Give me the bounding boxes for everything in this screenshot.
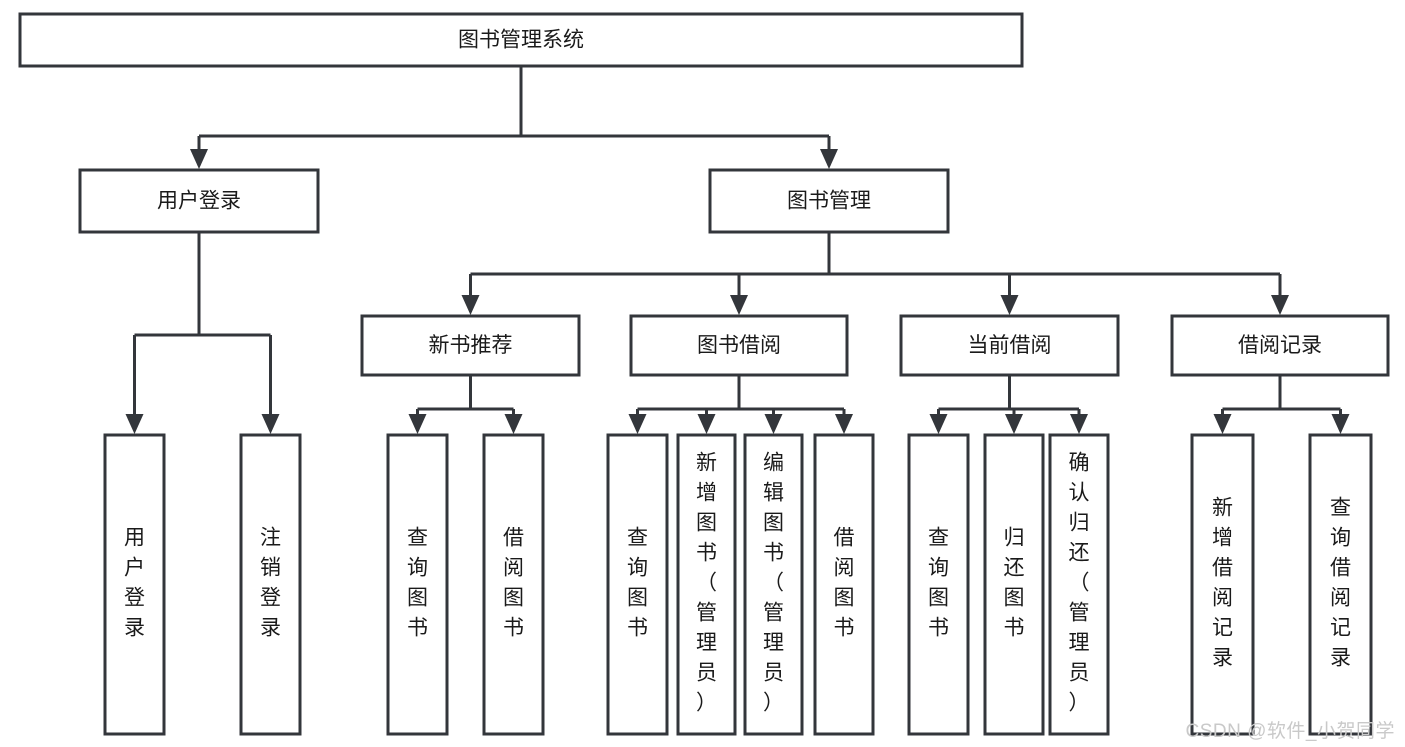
arrow-head-icon (1070, 414, 1088, 434)
node-leaf-query-book-bb[interactable]: 查询图书 (606, 433, 669, 736)
node-leaf-add-borrow-record-box[interactable] (1190, 433, 1255, 736)
arrow-head-icon (730, 295, 748, 315)
node-leaf-query-borrow-record-label: 查询借阅记录 (1330, 497, 1351, 670)
node-leaf-query-borrow-record-box[interactable] (1308, 433, 1373, 736)
arrow-head-icon (1005, 414, 1023, 434)
node-leaf-add-book-admin-label: 新增图书（管理员） (696, 452, 717, 715)
node-leaf-borrow-book-rec-box[interactable] (482, 433, 545, 736)
node-leaf-logout[interactable]: 注销登录 (239, 433, 302, 736)
arrow-head-icon (504, 414, 523, 434)
watermark-text: CSDN @软件_小贺同学 (1185, 721, 1395, 742)
arrow-head-icon (835, 414, 853, 434)
node-leaf-borrow-book-bb-box[interactable] (813, 433, 875, 736)
node-new-book-recommend-box[interactable] (360, 314, 581, 377)
arrow-head-icon (125, 414, 144, 434)
arrow-head-icon (929, 414, 948, 434)
node-leaf-edit-book-admin[interactable]: 编辑图书（管理员） (743, 433, 804, 736)
arrow-head-icon (628, 414, 647, 434)
node-root-box[interactable] (18, 12, 1024, 68)
arrow-head-icon (1271, 295, 1289, 315)
node-leaf-query-book-rec-box[interactable] (386, 433, 449, 736)
arrow-head-icon (764, 414, 783, 434)
arrow-head-icon (1000, 295, 1019, 315)
connector-edges (125, 66, 1350, 434)
arrow-head-icon (461, 295, 480, 315)
node-leaf-edit-book-admin-box[interactable] (743, 433, 804, 736)
node-leaf-query-book-cb[interactable]: 查询图书 (907, 433, 970, 736)
arrow-head-icon (1331, 414, 1350, 434)
node-leaf-confirm-return-admin-box[interactable] (1048, 433, 1110, 736)
node-leaf-query-book-rec[interactable]: 查询图书 (386, 433, 449, 736)
node-leaf-confirm-return-admin-label: 确认归还（管理员） (1069, 452, 1090, 715)
node-book-borrow[interactable]: 图书借阅 (629, 314, 849, 377)
node-borrow-record[interactable]: 借阅记录 (1170, 314, 1390, 377)
node-leaf-add-book-admin-box[interactable] (676, 433, 737, 736)
node-leaf-add-borrow-record-label: 新增借阅记录 (1212, 497, 1233, 670)
node-leaf-borrow-book-bb-label: 借阅图书 (834, 527, 855, 640)
node-book-manage[interactable]: 图书管理 (708, 168, 950, 234)
node-leaf-query-book-cb-box[interactable] (907, 433, 970, 736)
node-leaf-query-book-cb-label: 查询图书 (928, 527, 949, 640)
node-leaf-query-book-bb-label: 查询图书 (627, 527, 648, 640)
node-root-label: 图书管理系统 (458, 29, 584, 52)
node-leaf-logout-label: 注销登录 (260, 527, 281, 640)
node-leaf-borrow-book-rec[interactable]: 借阅图书 (482, 433, 545, 736)
node-new-book-recommend[interactable]: 新书推荐 (360, 314, 581, 377)
arrow-head-icon (261, 414, 280, 434)
node-new-book-recommend-label: 新书推荐 (429, 334, 513, 357)
node-root[interactable]: 图书管理系统 (18, 12, 1024, 68)
node-user-login-box[interactable] (78, 168, 320, 234)
node-leaf-add-borrow-record[interactable]: 新增借阅记录 (1190, 433, 1255, 736)
node-leaf-add-book-admin[interactable]: 新增图书（管理员） (676, 433, 737, 736)
node-borrow-record-label: 借阅记录 (1238, 334, 1322, 357)
node-leaf-borrow-book-bb[interactable]: 借阅图书 (813, 433, 875, 736)
node-leaf-edit-book-admin-label: 编辑图书（管理员） (763, 452, 784, 715)
node-leaf-logout-box[interactable] (239, 433, 302, 736)
node-leaf-borrow-book-rec-label: 借阅图书 (503, 527, 524, 640)
node-book-manage-box[interactable] (708, 168, 950, 234)
node-user-login-label: 用户登录 (157, 190, 241, 213)
node-leaf-query-book-rec-label: 查询图书 (407, 527, 428, 640)
node-leaf-user-login[interactable]: 用户登录 (103, 433, 166, 736)
node-user-login[interactable]: 用户登录 (78, 168, 320, 234)
node-leaf-return-book-box[interactable] (983, 433, 1045, 736)
node-borrow-record-box[interactable] (1170, 314, 1390, 377)
node-leaf-confirm-return-admin[interactable]: 确认归还（管理员） (1048, 433, 1110, 736)
arrow-head-icon (697, 414, 716, 434)
node-leaf-return-book[interactable]: 归还图书 (983, 433, 1045, 736)
node-leaf-user-login-box[interactable] (103, 433, 166, 736)
node-leaf-user-login-label: 用户登录 (124, 527, 145, 640)
node-leaf-return-book-label: 归还图书 (1004, 527, 1025, 640)
node-current-borrow-box[interactable] (899, 314, 1120, 377)
arrow-head-icon (820, 149, 838, 169)
node-leaf-query-book-bb-box[interactable] (606, 433, 669, 736)
arrow-head-icon (408, 414, 427, 434)
node-book-borrow-label: 图书借阅 (697, 334, 781, 357)
arrow-head-icon (1213, 414, 1232, 434)
node-book-manage-label: 图书管理 (787, 190, 871, 213)
node-leaf-query-borrow-record[interactable]: 查询借阅记录 (1308, 433, 1373, 736)
node-current-borrow-label: 当前借阅 (968, 334, 1052, 357)
arrow-head-icon (190, 149, 208, 169)
node-current-borrow[interactable]: 当前借阅 (899, 314, 1120, 377)
diagram-nodes: 图书管理系统用户登录图书管理新书推荐图书借阅当前借阅借阅记录用户登录注销登录查询… (18, 12, 1390, 736)
node-book-borrow-box[interactable] (629, 314, 849, 377)
